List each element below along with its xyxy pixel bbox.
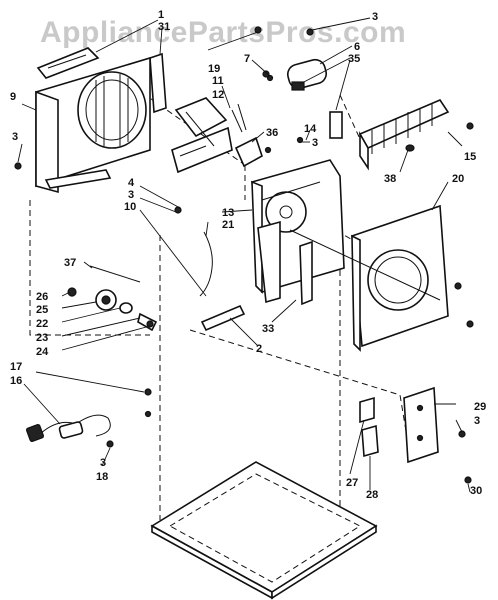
base-pan <box>150 461 378 600</box>
callout-labels: 1 31 3 6 35 7 9 3 19 11 12 36 14 3 4 3 1… <box>10 9 486 501</box>
callout-28: 28 <box>366 489 378 501</box>
callout-33: 33 <box>262 323 274 335</box>
callout-2: 2 <box>256 343 262 355</box>
callout-17: 17 <box>10 361 22 373</box>
power-cord <box>25 388 152 448</box>
control-switch <box>359 386 472 484</box>
callout-16: 16 <box>10 375 22 387</box>
callout-23: 23 <box>36 332 48 344</box>
callout-30: 30 <box>470 485 482 497</box>
callout-7: 7 <box>244 53 250 65</box>
callout-29: 29 <box>474 401 486 413</box>
callout-4: 4 <box>128 177 135 189</box>
vertical-strip <box>149 52 167 114</box>
callout-20: 20 <box>452 173 464 185</box>
callout-24: 24 <box>36 346 49 358</box>
callout-3: 3 <box>372 11 378 23</box>
callout-10: 10 <box>124 201 136 213</box>
callout-1: 1 <box>158 9 164 21</box>
callout-25: 25 <box>36 304 48 316</box>
leader-lines <box>17 17 471 493</box>
wire-harness <box>199 231 246 332</box>
watermark: AppliancePartsPros.com <box>40 16 407 49</box>
callout-12: 12 <box>212 89 224 101</box>
callout-19: 19 <box>208 63 220 75</box>
callout-9: 9 <box>10 91 16 103</box>
callout-3: 3 <box>12 131 18 143</box>
callout-3: 3 <box>100 457 106 469</box>
callout-3: 3 <box>128 189 134 201</box>
fan-assembly <box>67 265 158 332</box>
coil <box>358 99 450 171</box>
callout-36: 36 <box>266 127 278 139</box>
callout-31: 31 <box>158 21 170 33</box>
callout-38: 38 <box>384 173 396 185</box>
callout-14: 14 <box>304 123 317 135</box>
callout-11: 11 <box>212 75 224 87</box>
motor-bracket <box>171 97 233 174</box>
orifice-panel <box>35 56 151 194</box>
callout-22: 22 <box>36 318 48 330</box>
bottom-strip <box>44 169 112 189</box>
top-bracket <box>36 47 100 79</box>
callout-37: 37 <box>64 257 76 269</box>
callout-35: 35 <box>348 53 360 65</box>
screws-top <box>14 26 474 214</box>
blower-housing <box>289 204 474 352</box>
callout-13: 13 <box>222 207 234 219</box>
callout-21: 21 <box>222 219 234 231</box>
callout-26: 26 <box>36 291 48 303</box>
motor-mount-plate <box>251 159 345 306</box>
callout-6: 6 <box>354 41 360 53</box>
callout-3: 3 <box>312 137 318 149</box>
callout-15: 15 <box>464 151 476 163</box>
callout-27: 27 <box>346 477 358 489</box>
callout-18: 18 <box>96 471 108 483</box>
clip-part <box>231 103 263 168</box>
callout-3: 3 <box>474 415 480 427</box>
capacitor <box>262 58 343 139</box>
